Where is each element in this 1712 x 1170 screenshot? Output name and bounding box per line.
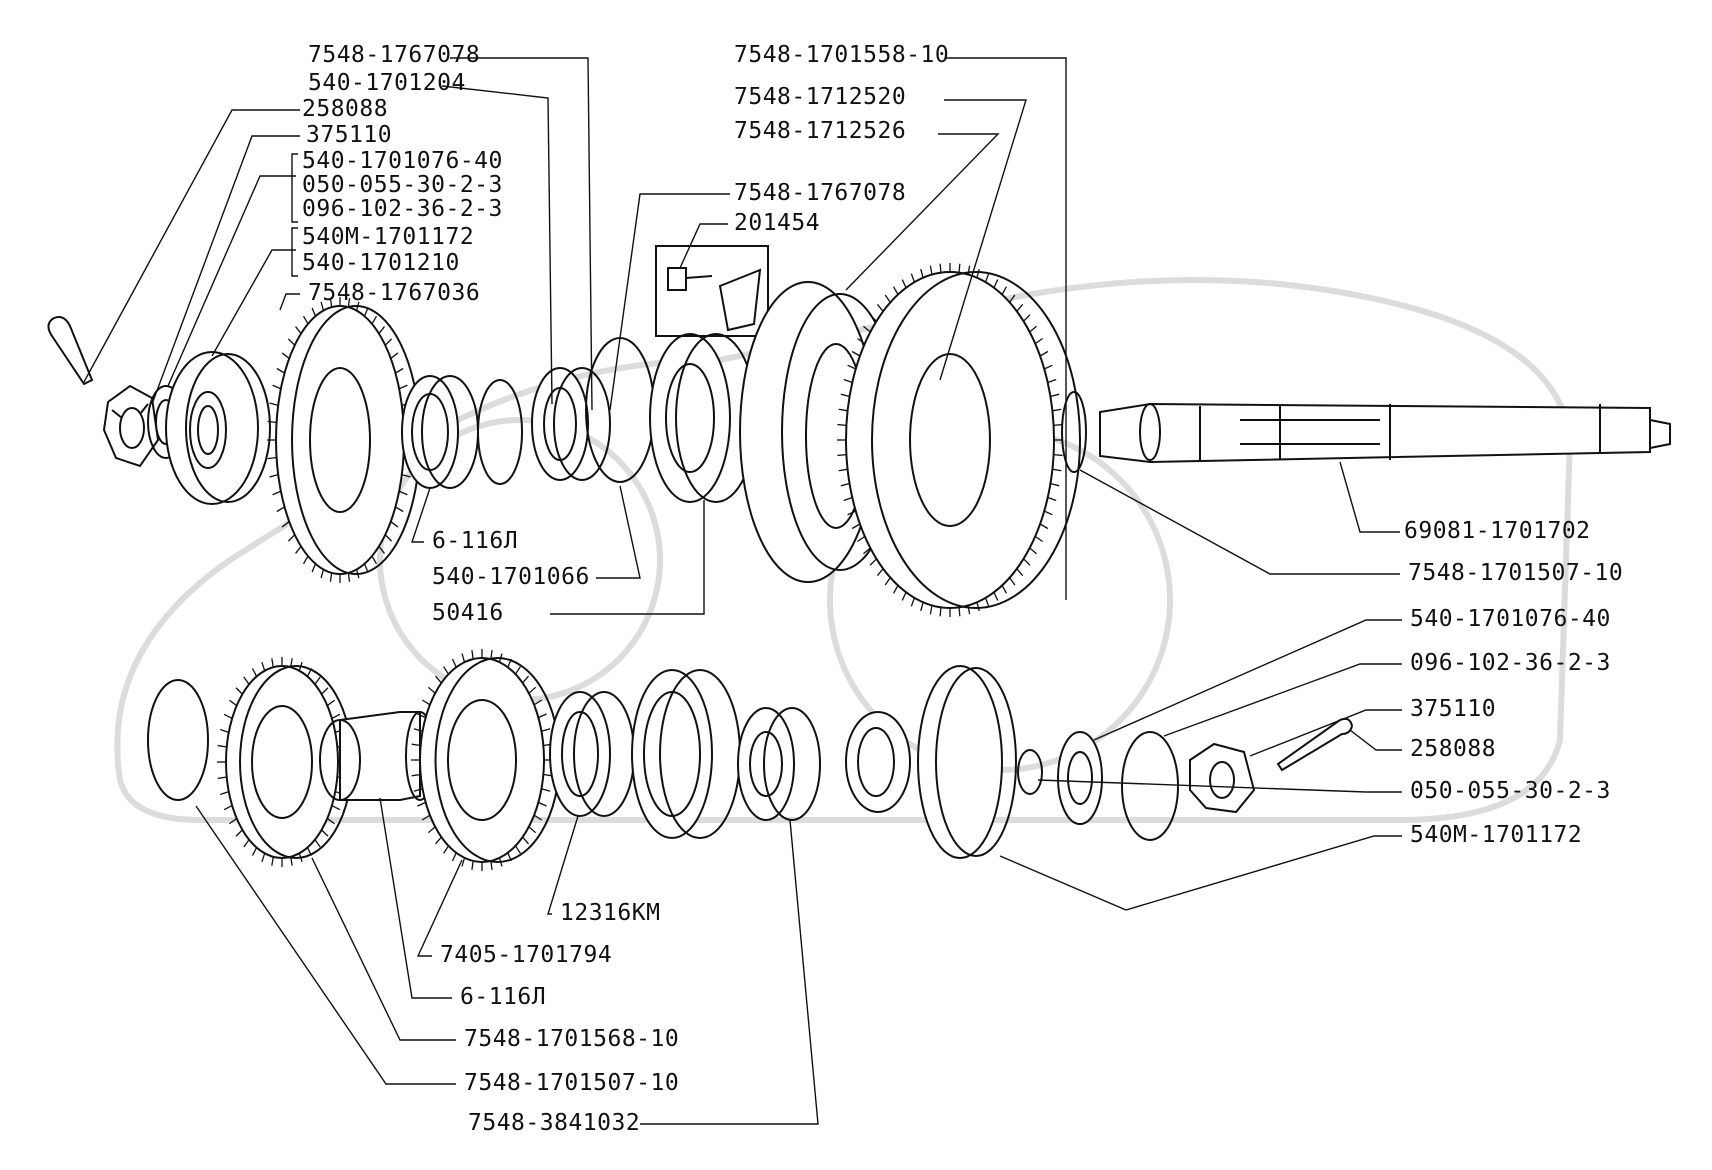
leader-r1: [1093, 619, 1402, 741]
leader-t17: [596, 485, 641, 579]
snap-ring-top-1: [477, 379, 523, 485]
label-b2: 7405-1701794: [440, 942, 612, 968]
gear-top-left: [267, 297, 421, 583]
coupling-7548-3841032: [737, 707, 821, 821]
bearing-large-top: [649, 333, 757, 503]
leader-b6: [640, 819, 819, 1125]
leader-t16: [411, 487, 431, 543]
leader-lines: [83, 57, 1402, 1125]
group-bracket-2: [291, 227, 298, 277]
leader-t18: [550, 500, 705, 615]
label-t3: 258088: [302, 96, 388, 122]
label-t4: 375110: [306, 122, 392, 148]
flange-top: [165, 351, 271, 505]
leader-t3: [83, 109, 300, 383]
cotter-pin-bottom: [1276, 717, 1354, 772]
leader-t12: [939, 99, 1027, 381]
leader-b4: [311, 857, 456, 1041]
label-t11: 7548-1701558-10: [734, 42, 949, 68]
label-t13: 7548-1712526: [734, 118, 906, 144]
leader-t11: [946, 57, 1067, 600]
label-t10: 7548-1767036: [308, 280, 480, 306]
leader-t13: [845, 133, 1000, 291]
label-b5: 7548-1701507-10: [464, 1070, 679, 1096]
label-r2: 096-102-36-2-3: [1410, 650, 1611, 676]
leader-b3: [379, 797, 452, 999]
group-bracket-1: [291, 153, 298, 223]
part-labels: 7548-1767078540-1701204258088375110540-1…: [302, 42, 1623, 1136]
leader-t8: [211, 249, 296, 357]
label-t20: 7548-1701507-10: [1408, 560, 1623, 586]
label-t7: 096-102-36-2-3: [302, 196, 503, 222]
bolt-lock-plate: [655, 245, 769, 337]
label-b3: 6-116Л: [460, 984, 546, 1010]
label-r1: 540-1701076-40: [1410, 606, 1611, 632]
label-t19: 69081-1701702: [1404, 518, 1591, 544]
washer-bottom: [1057, 731, 1103, 825]
o-ring-bottom: [1017, 749, 1043, 795]
label-r6: 540М-1701172: [1410, 822, 1582, 848]
leader-r3: [1249, 709, 1402, 757]
label-t6: 050-055-30-2-3: [302, 172, 503, 198]
snap-ring-bottom: [147, 679, 209, 801]
main-shaft: [1061, 391, 1671, 473]
leader-t15: [679, 223, 728, 269]
label-r4: 258088: [1410, 736, 1496, 762]
label-t9: 540-1701210: [302, 250, 460, 276]
castle-nut-top: [102, 384, 160, 468]
gear-bottom-left: [217, 657, 353, 867]
label-t8: 540М-1701172: [302, 224, 474, 250]
leader-t19: [1339, 461, 1400, 533]
label-t1: 7548-1767078: [308, 42, 480, 68]
leader-r4: [1349, 729, 1402, 751]
leader-b5: [195, 805, 456, 1085]
leader-t5: [167, 175, 296, 387]
leader-t10: [279, 293, 300, 311]
leader-t1: [450, 57, 593, 411]
leader-b2: [416, 859, 463, 957]
label-t14: 7548-1767078: [734, 180, 906, 206]
leader-t4: [151, 135, 300, 405]
leader-t20: [1079, 469, 1400, 575]
label-t18: 50416: [432, 600, 504, 626]
label-t5: 540-1701076-40: [302, 148, 503, 174]
castle-nut-bottom: [1189, 742, 1256, 814]
leader-r5: [1037, 779, 1402, 793]
label-r5: 050-055-30-2-3: [1410, 778, 1611, 804]
label-t15: 201454: [734, 210, 820, 236]
label-b4: 7548-1701568-10: [464, 1026, 679, 1052]
cotter-pin-top: [47, 316, 94, 386]
label-t17: 540-1701066: [432, 564, 590, 590]
flange-bottom: [845, 665, 1017, 859]
gear-large-top: [837, 263, 1081, 617]
gear-bottom-mid: [411, 649, 561, 871]
seal-ring-bottom: [1121, 731, 1179, 841]
label-b1: 12316КМ: [560, 900, 660, 926]
label-t16: 6-116Л: [432, 528, 518, 554]
leader-t2: [441, 85, 553, 405]
roller-bearing-12316km: [549, 691, 635, 817]
label-t2: 540-1701204: [308, 70, 466, 96]
label-r3: 375110: [1410, 696, 1496, 722]
bearing-top-mid: [531, 367, 611, 481]
label-b6: 7548-3841032: [468, 1110, 640, 1136]
leader-r6: [999, 835, 1402, 911]
leader-t14: [609, 193, 730, 411]
label-t12: 7548-1712520: [734, 84, 906, 110]
bearing-race-bottom: [631, 669, 741, 839]
leader-b1: [547, 815, 579, 915]
leader-r2: [1163, 663, 1402, 737]
